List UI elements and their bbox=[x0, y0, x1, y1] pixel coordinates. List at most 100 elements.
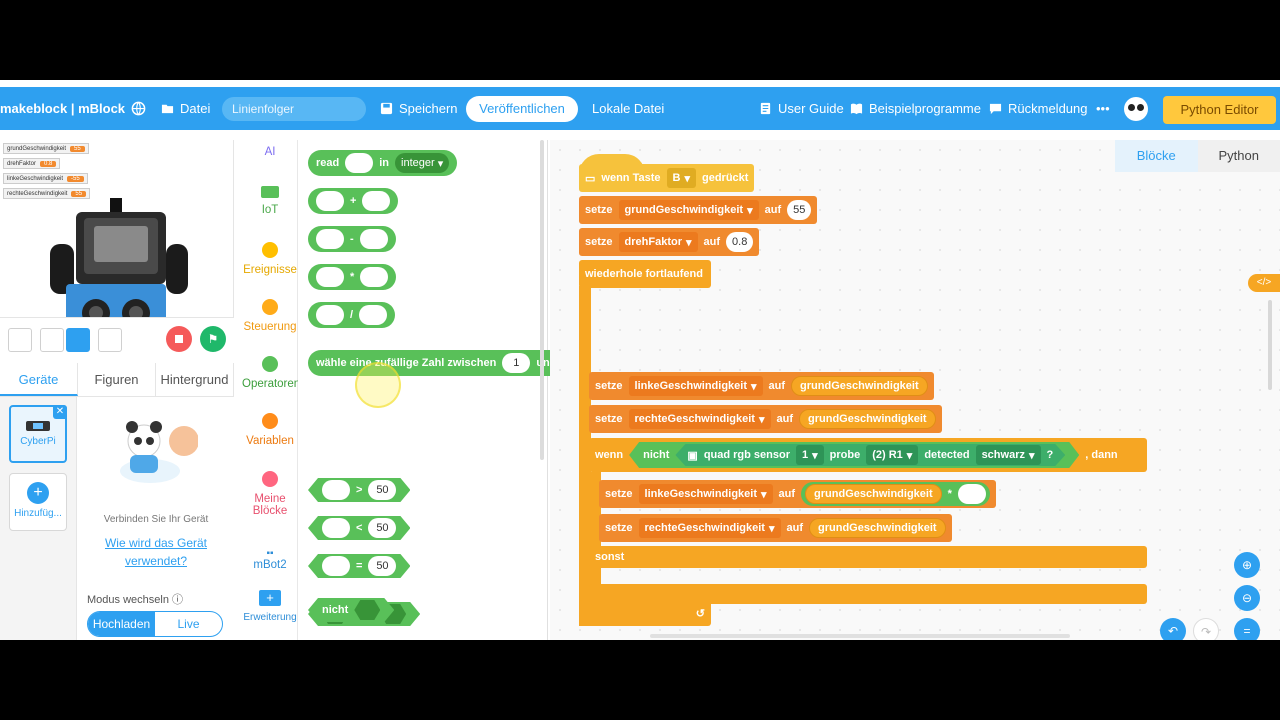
category-operators[interactable]: Operatoren bbox=[242, 356, 300, 390]
publish-button[interactable]: Veröffentlichen bbox=[466, 96, 578, 122]
script-area-horizontal-scrollbar[interactable] bbox=[650, 634, 1070, 638]
empty-slot[interactable] bbox=[322, 518, 350, 538]
color-dropdown[interactable]: schwarz▾ bbox=[976, 445, 1041, 465]
device-card-cyberpi[interactable]: ✕ CyberPi bbox=[9, 405, 67, 463]
help-icon[interactable]: ⓘ bbox=[172, 594, 183, 606]
small-stage-button[interactable] bbox=[40, 328, 64, 352]
empty-slot[interactable] bbox=[316, 191, 344, 211]
empty-slot[interactable] bbox=[359, 229, 388, 249]
variable-dropdown[interactable]: rechteGeschwindigkeit▾ bbox=[638, 518, 781, 538]
variable-reporter[interactable]: grundGeschwindigkeit bbox=[799, 409, 936, 429]
multiply-operator-block[interactable]: grundGeschwindigkeit* bbox=[801, 482, 990, 506]
user-avatar[interactable] bbox=[1124, 97, 1148, 121]
close-icon[interactable]: ✕ bbox=[53, 405, 67, 419]
globe-icon[interactable] bbox=[131, 87, 146, 130]
compare-value-input[interactable]: 50 bbox=[368, 480, 396, 500]
palette-block-less[interactable]: <50 bbox=[308, 516, 410, 540]
empty-slot[interactable] bbox=[345, 153, 374, 173]
mode-upload-button[interactable]: Hochladen bbox=[88, 612, 155, 636]
compare-value-input[interactable]: 50 bbox=[368, 556, 396, 576]
code-view-toggle-icon[interactable]: </> bbox=[1248, 274, 1280, 292]
fullscreen-button[interactable] bbox=[8, 328, 32, 352]
feedback-button[interactable]: Rückmeldung bbox=[989, 87, 1088, 130]
empty-slot[interactable] bbox=[316, 229, 344, 249]
variable-dropdown[interactable]: drehFaktor▾ bbox=[618, 232, 698, 252]
zoom-in-button[interactable]: ⊕ bbox=[1234, 552, 1260, 578]
variable-reporter[interactable]: grundGeschwindigkeit bbox=[805, 484, 942, 504]
variable-dropdown[interactable]: linkeGeschwindigkeit▾ bbox=[628, 376, 763, 396]
value-input[interactable]: 55 bbox=[787, 200, 812, 220]
extensions-button[interactable]: +Erweiterung bbox=[243, 590, 297, 623]
palette-scrollbar[interactable] bbox=[540, 140, 544, 460]
redo-button[interactable]: ↷ bbox=[1193, 618, 1219, 640]
tab-blocks[interactable]: Blöcke bbox=[1115, 140, 1198, 172]
empty-slot[interactable] bbox=[362, 191, 391, 211]
variable-reporter[interactable]: grundGeschwindigkeit bbox=[809, 518, 946, 538]
zoom-reset-button[interactable]: = bbox=[1234, 618, 1260, 640]
add-device-button[interactable]: + Hinzufüg... bbox=[9, 473, 67, 531]
palette-block-equal[interactable]: =50 bbox=[308, 554, 410, 578]
empty-slot[interactable] bbox=[322, 556, 350, 576]
category-events[interactable]: Ereignisse bbox=[242, 242, 298, 276]
tab-devices[interactable]: Geräte bbox=[0, 363, 78, 396]
compare-value-input[interactable]: 50 bbox=[368, 518, 396, 538]
sensor-number-dropdown[interactable]: 1▾ bbox=[796, 445, 824, 465]
empty-slot[interactable] bbox=[359, 305, 388, 325]
forever-loop-block[interactable]: wiederhole fortlaufend bbox=[579, 260, 711, 288]
normal-stage-button[interactable] bbox=[66, 328, 90, 352]
value-input[interactable]: 0.8 bbox=[726, 232, 754, 252]
palette-block-greater[interactable]: >50 bbox=[308, 478, 410, 502]
variable-dropdown[interactable]: linkeGeschwindigkeit▾ bbox=[638, 484, 773, 504]
empty-boolean-slot[interactable] bbox=[354, 600, 380, 620]
tab-sprites[interactable]: Figuren bbox=[78, 363, 156, 396]
category-control[interactable]: Steuerung bbox=[242, 299, 298, 333]
variable-reporter[interactable]: grundGeschwindigkeit bbox=[791, 376, 928, 396]
more-menu-button[interactable]: ••• bbox=[1096, 101, 1110, 116]
mbot2-robot-sprite[interactable] bbox=[48, 198, 188, 318]
empty-slot[interactable] bbox=[316, 267, 344, 287]
palette-block-add[interactable]: + bbox=[308, 188, 399, 214]
user-guide-button[interactable]: User Guide bbox=[759, 87, 844, 130]
probe-dropdown[interactable]: (2) R1▾ bbox=[866, 445, 918, 465]
category-variables[interactable]: Variablen bbox=[242, 413, 298, 447]
script-area-vertical-scrollbar[interactable] bbox=[1268, 300, 1272, 390]
category-ai[interactable]: AI bbox=[264, 146, 276, 158]
tab-background[interactable]: Hintergrund bbox=[156, 363, 234, 396]
green-flag-button[interactable]: ⚑ bbox=[200, 326, 226, 352]
file-menu[interactable]: Datei bbox=[161, 87, 210, 130]
project-name-input[interactable]: Linienfolger bbox=[222, 97, 366, 121]
palette-block-divide[interactable]: / bbox=[308, 302, 396, 328]
empty-slot[interactable] bbox=[957, 484, 986, 504]
mode-live-button[interactable]: Live bbox=[177, 617, 200, 631]
category-my-blocks[interactable]: Meine Blöcke bbox=[242, 471, 298, 517]
undo-button[interactable]: ↶ bbox=[1160, 618, 1186, 640]
category-mbot2[interactable]: ▪▪mBot2 bbox=[242, 548, 298, 571]
tab-python[interactable]: Python bbox=[1218, 148, 1259, 163]
palette-block-multiply[interactable]: * bbox=[308, 264, 397, 290]
zoom-out-button[interactable]: ⊖ bbox=[1234, 585, 1260, 611]
random-from-input[interactable]: 1 bbox=[502, 353, 531, 373]
empty-slot[interactable] bbox=[322, 480, 350, 500]
key-dropdown[interactable]: B▾ bbox=[666, 168, 696, 188]
palette-block-not[interactable]: nicht bbox=[308, 598, 394, 622]
quad-rgb-sensor-block[interactable]: ▣ quad rgb sensor 1▾ probe (2) R1▾ detec… bbox=[675, 444, 1065, 466]
palette-block-subtract[interactable]: - bbox=[308, 226, 396, 252]
empty-slot[interactable] bbox=[360, 267, 389, 287]
save-button[interactable]: Speichern bbox=[380, 87, 458, 130]
local-file-button[interactable]: Lokale Datei bbox=[592, 101, 665, 116]
grid-stage-button[interactable] bbox=[98, 328, 122, 352]
how-to-use-device-link[interactable]: Wie wird das Gerät verwendet? bbox=[104, 536, 208, 568]
python-editor-button[interactable]: Python Editor bbox=[1163, 96, 1276, 124]
if-else-block[interactable]: wenn nicht ▣ quad rgb sensor 1▾ probe (2… bbox=[589, 438, 1147, 472]
not-operator-block[interactable]: nicht ▣ quad rgb sensor 1▾ probe (2) R1▾… bbox=[629, 442, 1079, 468]
empty-slot[interactable] bbox=[316, 305, 344, 325]
category-iot[interactable]: IoT bbox=[242, 186, 298, 216]
